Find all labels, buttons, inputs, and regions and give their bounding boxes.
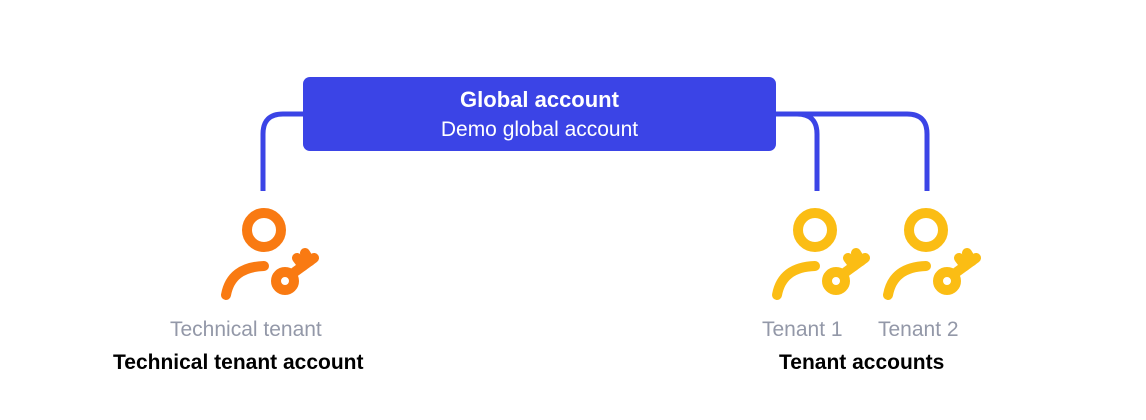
global-account-box: Global account Demo global account xyxy=(303,77,776,151)
tenant-accounts-label: Tenant accounts xyxy=(779,351,945,374)
technical-tenant-user-key-icon xyxy=(221,208,319,300)
connector-tenant-2 xyxy=(775,111,930,191)
tenant-1-user-key-icon xyxy=(772,208,870,300)
tenant-1-label: Tenant 1 xyxy=(762,318,843,341)
connector-tenant-1 xyxy=(775,111,820,191)
global-account-title: Global account xyxy=(460,87,619,112)
tenant-2-user-key-icon xyxy=(883,208,981,300)
technical-tenant-label: Technical tenant xyxy=(170,318,322,341)
connector-technical xyxy=(260,111,305,191)
technical-tenant-account-label: Technical tenant account xyxy=(113,351,364,374)
tenant-2-label: Tenant 2 xyxy=(878,318,959,341)
global-account-name: Demo global account xyxy=(440,118,639,141)
